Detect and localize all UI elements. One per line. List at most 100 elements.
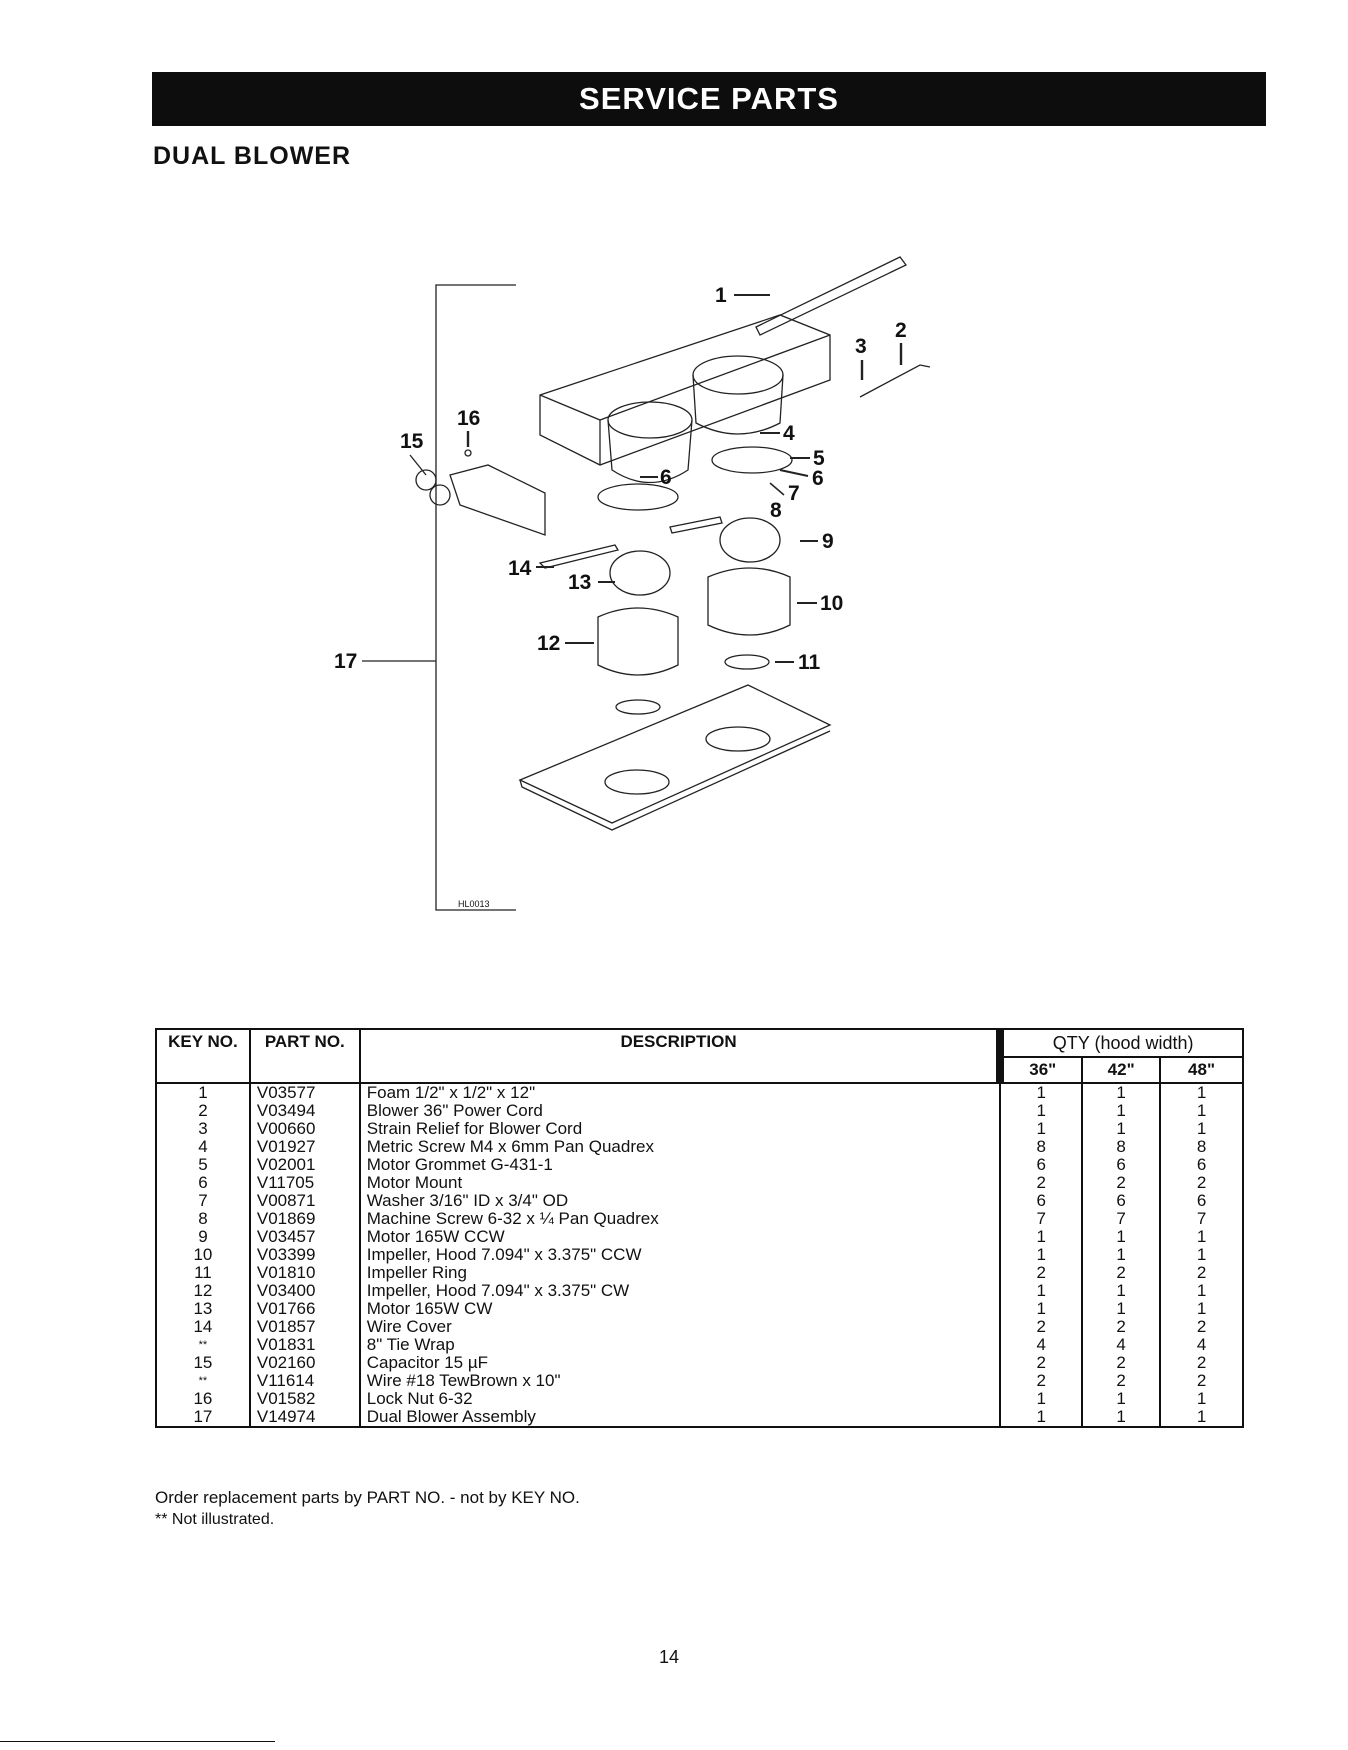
qty-48-cell: 2 [1159, 1354, 1244, 1372]
key-cell: 7 [155, 1192, 250, 1210]
qty-36-cell: 1 [999, 1408, 1083, 1428]
key-cell: 14 [155, 1318, 250, 1336]
qty-48-cell: 2 [1159, 1372, 1244, 1390]
motor-cw [609, 550, 671, 596]
part-cell: V11705 [248, 1174, 360, 1192]
callout-4: 4 [783, 422, 795, 445]
key-cell: ** [155, 1336, 250, 1354]
qty-36-cell: 1 [999, 1228, 1083, 1246]
callout-13: 13 [568, 571, 591, 594]
qty-48-cell: 2 [1159, 1318, 1244, 1336]
qty-36-cell: 2 [999, 1372, 1083, 1390]
qty-48-cell: 1 [1159, 1102, 1244, 1120]
key-cell: 6 [155, 1174, 250, 1192]
qty-48-cell: 1 [1159, 1282, 1244, 1300]
qty-48-cell: 2 [1159, 1174, 1244, 1192]
description-cell: Wire Cover [358, 1318, 1001, 1336]
description-cell: Motor Mount [358, 1174, 1001, 1192]
qty-42-cell: 6 [1081, 1192, 1161, 1210]
exploded-parts-diagram: 1 2 3 4 5 6 6 7 8 9 10 11 12 13 14 15 16… [334, 256, 931, 911]
footer-rule [0, 1741, 275, 1742]
qty-36-cell: 2 [999, 1354, 1083, 1372]
part-cell: V01857 [248, 1318, 360, 1336]
callout-2: 2 [895, 319, 907, 342]
callout-10: 10 [820, 592, 843, 615]
part-cell: V03399 [248, 1246, 360, 1264]
qty-36-cell: 7 [999, 1210, 1083, 1228]
key-cell: ** [155, 1372, 250, 1390]
header-48: 48" [1159, 1056, 1244, 1084]
qty-36-cell: 4 [999, 1336, 1083, 1354]
qty-42-cell: 2 [1081, 1174, 1161, 1192]
qty-48-cell: 1 [1159, 1120, 1244, 1138]
qty-36-cell: 1 [999, 1300, 1083, 1318]
callout-1: 1 [715, 284, 727, 307]
part-cell: V01831 [248, 1336, 360, 1354]
parts-table: KEY NO. PART NO. DESCRIPTION QTY (hood w… [155, 1028, 1244, 1428]
part-cell: V03577 [248, 1083, 360, 1102]
impeller-cw [597, 607, 679, 676]
impeller-ring [724, 654, 770, 670]
part-cell: V01766 [248, 1300, 360, 1318]
description-cell: Strain Relief for Blower Cord [358, 1120, 1001, 1138]
description-cell: Lock Nut 6-32 [358, 1390, 1001, 1408]
description-cell: 8" Tie Wrap [358, 1336, 1001, 1354]
page-number: 14 [659, 1647, 680, 1667]
qty-42-cell: 1 [1081, 1408, 1161, 1428]
callout-6-right: 6 [812, 467, 824, 490]
qty-42-cell: 6 [1081, 1156, 1161, 1174]
description-cell: Metric Screw M4 x 6mm Pan Quadrex [358, 1138, 1001, 1156]
qty-42-cell: 8 [1081, 1138, 1161, 1156]
key-cell: 13 [155, 1300, 250, 1318]
hood-housing [539, 314, 831, 466]
qty-42-cell: 1 [1081, 1083, 1161, 1102]
motor-ccw [719, 517, 781, 563]
motor-mount-left [597, 483, 679, 511]
qty-42-cell: 1 [1081, 1300, 1161, 1318]
callout-7: 7 [788, 482, 800, 505]
callout-17: 17 [334, 650, 357, 673]
qty-42-cell: 2 [1081, 1354, 1161, 1372]
key-cell: 2 [155, 1102, 250, 1120]
qty-36-cell: 2 [999, 1318, 1083, 1336]
part-cell: V01582 [248, 1390, 360, 1408]
callout-16: 16 [457, 407, 480, 430]
qty-42-cell: 1 [1081, 1228, 1161, 1246]
qty-36-cell: 6 [999, 1156, 1083, 1174]
service-parts-banner: SERVICE PARTS [152, 72, 1266, 126]
key-cell: 3 [155, 1120, 250, 1138]
qty-36-cell: 1 [999, 1102, 1083, 1120]
qty-48-cell: 7 [1159, 1210, 1244, 1228]
not-illustrated-note: ** Not illustrated. [155, 1511, 275, 1528]
qty-48-cell: 6 [1159, 1192, 1244, 1210]
qty-42-cell: 2 [1081, 1264, 1161, 1282]
qty-42-cell: 2 [1081, 1318, 1161, 1336]
callout-14: 14 [508, 557, 532, 580]
part-cell: V03400 [248, 1282, 360, 1300]
key-cell: 12 [155, 1282, 250, 1300]
qty-42-cell: 4 [1081, 1336, 1161, 1354]
description-cell: Dual Blower Assembly [358, 1408, 1001, 1428]
qty-48-cell: 1 [1159, 1228, 1244, 1246]
foam-strip [755, 256, 907, 336]
header-42: 42" [1081, 1056, 1162, 1084]
header-36: 36" [999, 1056, 1084, 1084]
callout-12: 12 [537, 632, 560, 655]
key-cell: 8 [155, 1210, 250, 1228]
qty-48-cell: 1 [1159, 1246, 1244, 1264]
part-cell: V01810 [248, 1264, 360, 1282]
part-cell: V02001 [248, 1156, 360, 1174]
callout-11: 11 [798, 651, 821, 674]
description-cell: Washer 3/16" ID x 3/4" OD [358, 1192, 1001, 1210]
order-note: Order replacement parts by PART NO. - no… [155, 1488, 580, 1507]
description-cell: Foam 1/2" x 1/2" x 12" [358, 1083, 1001, 1102]
part-cell: V11614 [248, 1372, 360, 1390]
motor-mount-right [711, 446, 793, 474]
description-cell: Blower 36" Power Cord [358, 1102, 1001, 1120]
